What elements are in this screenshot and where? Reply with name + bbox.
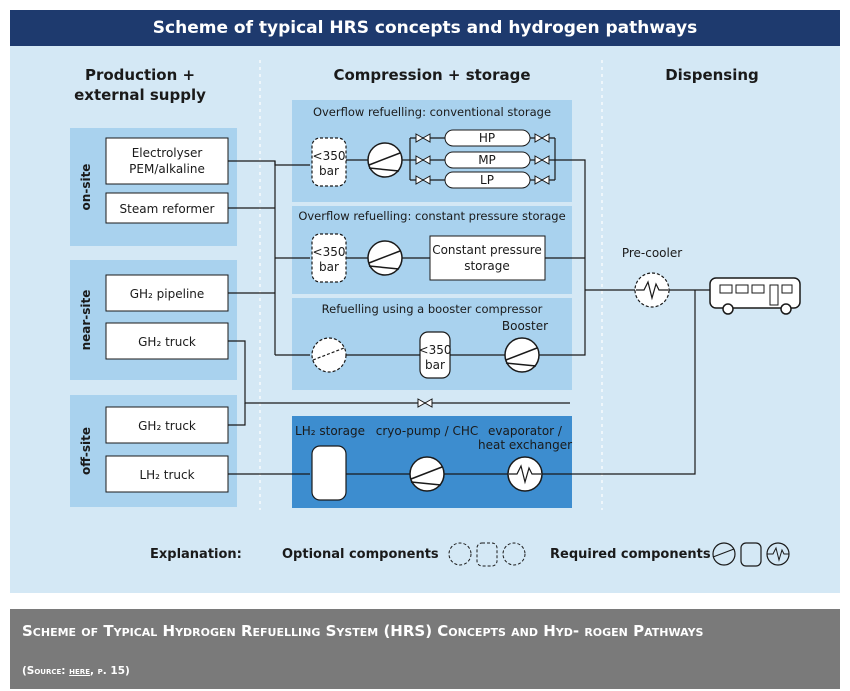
source-label-gh2-truck-near: GH₂ truck (138, 335, 196, 349)
compressor-icon (367, 142, 403, 178)
flow-lines (228, 137, 710, 475)
compressor-icon (367, 240, 403, 276)
group-label-off-site: off-site (79, 427, 93, 475)
source-label-electrolyser: Electrolyser (132, 146, 203, 160)
column-header-compression: Compression + storage (333, 66, 530, 84)
group-label-near-site: near-site (79, 290, 93, 351)
caption-source-prefix: (Source: (22, 665, 70, 677)
bus-icon (709, 277, 801, 315)
buffer-label-booster: <350 (419, 343, 452, 357)
legend-optional-label: Optional components (282, 547, 439, 562)
source-box-gh2-truck-off (105, 406, 229, 444)
lh2-storage-label: LH₂ storage (295, 424, 365, 438)
source-label-gh2-truck-off: GH₂ truck (138, 419, 196, 433)
cryo-pump-icon (409, 456, 445, 492)
valve-icon (417, 398, 433, 408)
constant-pressure-storage (429, 235, 546, 281)
source-box-lh2-truck (105, 455, 229, 493)
buffer-tank-conventional (311, 137, 347, 187)
legend-optional-icons (448, 542, 526, 567)
buffer-label-conventional: <350 (313, 149, 346, 163)
source-label-lh2-truck: LH₂ truck (139, 468, 194, 482)
constant-storage-label-line2: storage (464, 259, 510, 273)
legend-required-label: Required components (550, 547, 711, 562)
panel-title-overflow-conventional: Overflow refuelling: conventional storag… (313, 105, 551, 119)
lh2-storage-tank (311, 445, 347, 501)
source-box-gh2-truck-near (105, 322, 229, 360)
evaporator-label-line2: heat exchanger (478, 438, 572, 452)
source-box-steam-reformer (105, 192, 229, 224)
legend-required-icons (712, 542, 790, 567)
tank-hp (444, 129, 531, 147)
tank-mp (444, 151, 531, 169)
caption-source-link[interactable]: here (69, 665, 90, 677)
column-header-production: Production + (85, 66, 195, 84)
buffer-label-constant-line2: bar (319, 260, 339, 274)
source-label-gh2-pipeline: GH₂ pipeline (130, 287, 205, 301)
constant-storage-label: Constant pressure (432, 243, 542, 257)
precooler-icon (634, 272, 670, 308)
panel-title-overflow-constant: Overflow refuelling: constant pressure s… (298, 209, 565, 223)
panel-title-booster: Refuelling using a booster compressor (322, 302, 543, 316)
hrs-scheme: Production + external supply Compression… (70, 60, 801, 567)
source-label-electrolyser-line2: PEM/alkaline (129, 162, 205, 176)
cryo-pump-label: cryo-pump / CHC (376, 424, 479, 438)
column-header-dispensing: Dispensing (665, 66, 759, 84)
tank-label-hp: HP (479, 131, 495, 145)
figure-caption: Scheme of Typical Hydrogen Refuelling Sy… (10, 609, 840, 689)
diagram-title: Scheme of typical HRS concepts and hydro… (10, 10, 840, 46)
source-box-gh2-pipeline (105, 274, 229, 312)
optional-compressor-icon (311, 337, 347, 373)
source-box-electrolyser (105, 137, 229, 185)
source-label-steam-reformer: Steam reformer (120, 202, 215, 216)
column-header-production-line2: external supply (74, 86, 206, 104)
buffer-tank-booster (419, 331, 451, 379)
buffer-label-conventional-line2: bar (319, 164, 339, 178)
legend-explanation: Explanation: (150, 547, 242, 562)
caption-title: Scheme of Typical Hydrogen Refuelling Sy… (22, 622, 704, 640)
booster-label: Booster (502, 319, 548, 333)
caption-source: (Source: here, p. 15) (22, 665, 130, 677)
booster-compressor-icon (504, 337, 540, 373)
tank-label-mp: MP (478, 153, 496, 167)
tank-lp (444, 171, 531, 189)
buffer-tank-constant (311, 233, 347, 283)
group-label-on-site: on-site (79, 164, 93, 211)
caption-source-suffix: , p. 15) (89, 665, 130, 677)
buffer-label-constant: <350 (313, 245, 346, 259)
heat-exchanger-icon (507, 456, 543, 492)
buffer-label-booster-line2: bar (425, 358, 445, 372)
precooler-label: Pre-cooler (622, 246, 682, 260)
evaporator-label: evaporator / (488, 424, 563, 438)
tank-label-lp: LP (480, 173, 494, 187)
diagram-frame: Scheme of typical HRS concepts and hydro… (10, 10, 840, 593)
